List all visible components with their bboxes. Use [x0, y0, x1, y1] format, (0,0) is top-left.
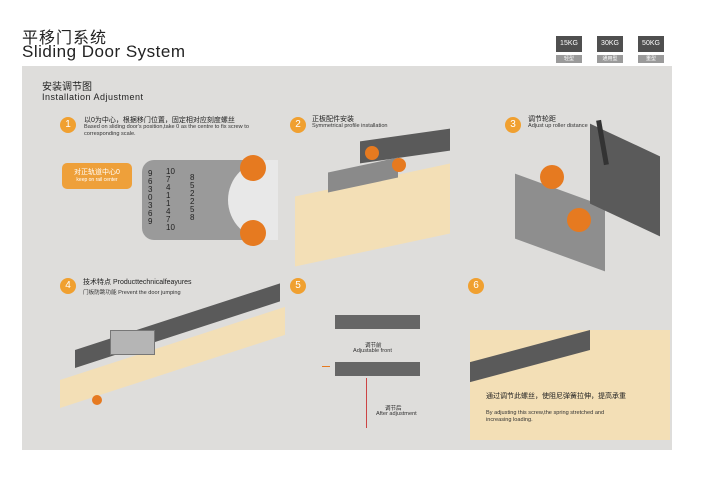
step-4-sub-en: Prevent the door jumping	[118, 290, 181, 296]
before-cn: 调节前	[365, 343, 382, 349]
badge-50kg-sub: 重型	[638, 55, 664, 63]
roller-top-icon	[240, 155, 266, 181]
badge-30kg-sub: 通用型	[597, 55, 623, 63]
fitting-after	[335, 362, 420, 376]
roller-icon	[540, 165, 564, 189]
scale-right: 8 5 2 2 5 8	[190, 173, 195, 222]
step-2-text-cn: 正板配件安装	[312, 116, 354, 123]
badge-50kg: 50KG	[638, 36, 664, 52]
section-title-en: Installation Adjustment	[42, 92, 144, 102]
callout-en: keep on rail center	[76, 177, 118, 183]
roller-icon	[567, 208, 591, 232]
fitting-before	[335, 315, 420, 329]
badge-15kg-sub: 轻型	[556, 55, 582, 63]
step-1-number: 1	[60, 117, 76, 133]
badge-15kg: 15KG	[556, 36, 582, 52]
scale-middle: 10 7 4 1 1 4 7 10	[166, 167, 175, 232]
step-4-number: 4	[60, 278, 76, 294]
after-en: After adjustment	[376, 411, 417, 417]
step-6-text-en: By adjusting this screw,the spring stret…	[486, 410, 605, 423]
before-en: Adjustable front	[353, 348, 392, 354]
step-6-number: 6	[468, 278, 484, 294]
section-title-cn: 安装调节图	[42, 82, 92, 93]
scale-left: 9 6 3 0 3 6 9	[148, 169, 153, 226]
page-title-cn: 平移门系统	[22, 30, 108, 47]
roller-icon	[92, 395, 102, 405]
step-1-text-cn: 以0为中心，根据移门位置，固定相对应刻度螺丝	[84, 117, 235, 124]
step-4-sub-cn: 门板防跳功能	[83, 290, 117, 296]
step-4-text-en: 门板防跳功能 Prevent the door jumping	[83, 290, 181, 297]
step-2-text-en: Symmetrical profile installation	[312, 123, 388, 129]
roller-icon	[392, 158, 406, 172]
rail-center-callout: 对正轨道中心0 keep on rail center	[62, 163, 132, 189]
step-2-number: 2	[290, 117, 306, 133]
callout-cn: 对正轨道中心0	[74, 169, 120, 176]
after-cn: 调节后	[385, 406, 402, 412]
roller-icon	[365, 146, 379, 160]
step-3-number: 3	[505, 117, 521, 133]
step-1-text-en: Based on sliding door's position,take 0 …	[84, 124, 249, 137]
step-6-text-cn: 通过调节此螺丝，使阻尼弹簧拉伸，提高承重	[486, 393, 626, 400]
step-4-text-cn: 技术特点 Producttechnicalfeayures	[83, 279, 192, 286]
badge-30kg: 30KG	[597, 36, 623, 52]
anti-jump-bracket	[110, 330, 155, 355]
step-3-text-en: Adjust up roller distance	[528, 123, 588, 129]
step-3-text-cn: 调节轮距	[528, 116, 556, 123]
page-title-en: Sliding Door System	[22, 42, 186, 61]
adjust-line	[366, 378, 367, 428]
step-5-number: 5	[290, 278, 306, 294]
roller-bottom-icon	[240, 220, 266, 246]
offset-marker	[322, 366, 330, 367]
